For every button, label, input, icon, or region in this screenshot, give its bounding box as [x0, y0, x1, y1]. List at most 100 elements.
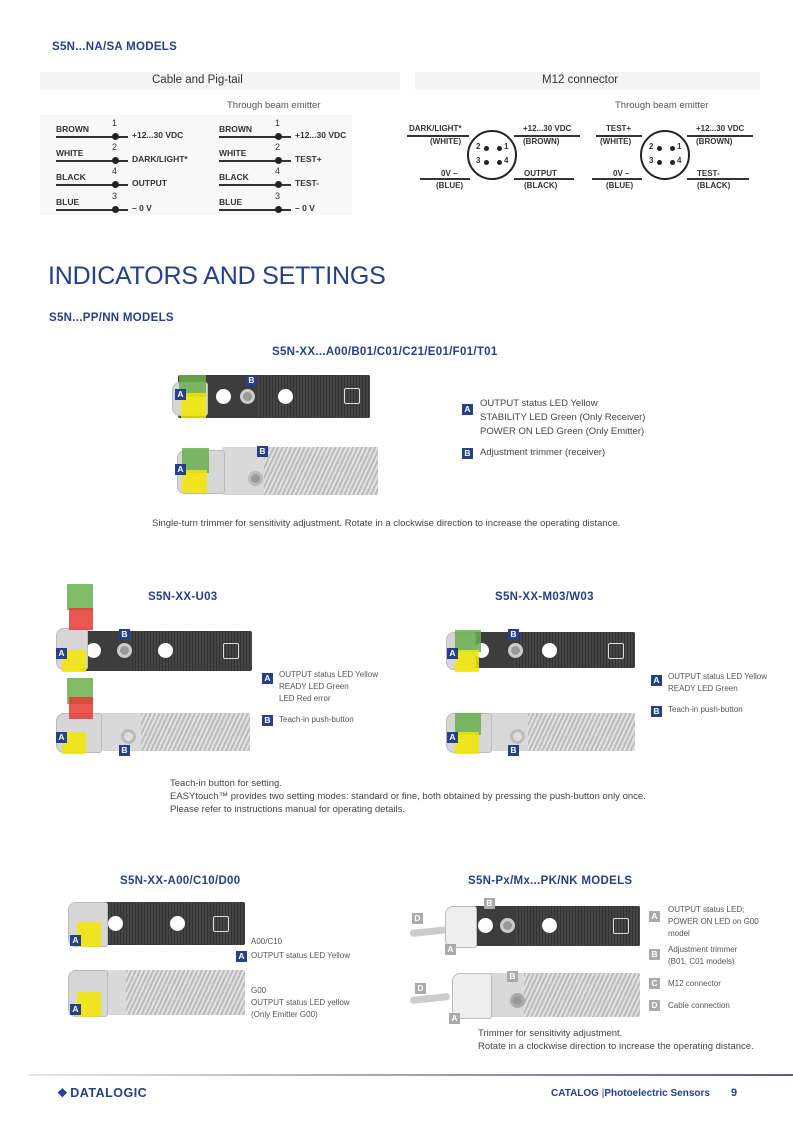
pin-number: 3 — [112, 191, 118, 201]
legend-d-text: Cable connection — [668, 1001, 730, 1010]
wire-row: BROWN 1 +12...30 VDC — [56, 118, 216, 144]
connector-face — [467, 130, 517, 180]
wire-color: BLACK — [56, 172, 86, 182]
badge-b: B — [119, 629, 130, 640]
wire-color: BROWN — [219, 124, 253, 134]
legend-g00-text: G00 OUTPUT status LED yellow (Only Emitt… — [251, 986, 350, 1019]
wire-terminal — [275, 157, 282, 164]
wire-line — [56, 184, 128, 186]
sensor-image-light — [99, 713, 250, 751]
pin-number: 1 — [112, 118, 118, 128]
badge-b: B — [484, 898, 495, 909]
wire-terminal — [275, 206, 282, 213]
badge-a: A — [175, 389, 186, 400]
page-title: INDICATORS AND SETTINGS — [48, 262, 386, 290]
wire-terminal — [112, 206, 119, 213]
model-a00-c10: A00/C10 — [251, 937, 283, 946]
led-yellow — [77, 922, 101, 947]
trimmer-caption: Single-turn trimmer for sensitivity adju… — [152, 518, 621, 529]
pin-number: 1 — [275, 118, 281, 128]
beam-symbol-icon — [344, 388, 360, 404]
legend-a-text: OUTPUT status LED Yellow READY LED Green — [668, 672, 768, 693]
cable-emitter-title: Through beam emitter — [227, 100, 321, 111]
wire-line — [56, 160, 128, 162]
badge-b: B — [508, 745, 519, 756]
wire-terminal — [112, 157, 119, 164]
led-yellow — [455, 650, 479, 672]
sensor-image-dark — [468, 906, 640, 946]
page-number: 9 — [731, 1087, 738, 1099]
logo-mark-icon: ❖ — [57, 1086, 69, 1100]
sensor-image-dark — [98, 902, 245, 945]
connector-face — [640, 130, 690, 180]
pin-number: 3 — [275, 191, 281, 201]
legend-a-text: OUTPUT status LED; POWER ON LED on G00 m… — [668, 905, 759, 938]
sensor-image-light — [98, 970, 245, 1015]
legend-badge-a: A — [651, 675, 662, 686]
led-red — [69, 608, 93, 630]
legend-badge-b: B — [649, 949, 660, 960]
led-yellow — [77, 992, 101, 1017]
legend-c-text: M12 connector — [668, 979, 721, 988]
legend-badge-a: A — [462, 404, 473, 415]
legend-b-text: Adjustment trimmer (B01, C01 models) — [668, 945, 738, 966]
legend-badge-a: A — [649, 911, 660, 922]
wire-color: BLUE — [219, 197, 243, 207]
legend-a-text: OUTPUT status LED Yellow — [251, 951, 351, 960]
badge-d: D — [415, 983, 426, 994]
section-title-pp-nn: S5N...PP/NN MODELS — [49, 312, 174, 324]
wire-signal: TEST- — [295, 178, 320, 188]
legend-badge-b: B — [262, 715, 273, 726]
wire-line — [219, 136, 291, 138]
footer-catalog: CATALOG |Photoelectric Sensors — [551, 1088, 710, 1099]
wire-line — [56, 136, 128, 138]
wire-signal: +12...30 VDC — [132, 130, 184, 140]
badge-b: B — [507, 971, 518, 982]
cable-title: Cable and Pig-tail — [152, 74, 243, 86]
datalogic-logo: ❖ DATALOGIC — [57, 1086, 147, 1100]
section-title-na-sa: S5N...NA/SA MODELS — [52, 41, 178, 53]
badge-d: D — [412, 913, 423, 924]
legend-badge-d: D — [649, 1000, 660, 1011]
legend-a-text: OUTPUT status LED Yellow READY LED Green… — [279, 670, 379, 703]
legend-badge-b: B — [651, 706, 662, 717]
led-green — [67, 584, 93, 610]
sensor-image-light — [488, 973, 640, 1017]
m12-emitter-title: Through beam emitter — [615, 100, 709, 111]
group-title-a00-t01: S5N-XX...A00/B01/C01/C21/E01/F01/T01 — [272, 346, 498, 358]
separator: | — [601, 1088, 605, 1099]
wire-signal: – 0 V — [132, 203, 152, 213]
badge-a: A — [445, 944, 456, 955]
wire-color: BLACK — [219, 172, 249, 182]
beam-symbol-icon — [223, 643, 239, 659]
legend-b-text: Teach-in push-button — [279, 715, 354, 724]
badge-b: B — [246, 375, 257, 386]
led-yellow — [182, 470, 207, 493]
legend-b-text: Teach-in push-button — [668, 705, 743, 714]
led-yellow — [62, 732, 86, 754]
sensor-image-light — [222, 447, 378, 495]
catalog-subtitle: Photoelectric Sensors — [604, 1088, 710, 1099]
sensor-image-dark — [468, 632, 635, 668]
wire-row: BLUE 3 – 0 V — [219, 191, 379, 217]
wire-line — [219, 184, 291, 186]
legend-badge-a: A — [236, 951, 247, 962]
wire-signal: – 0 V — [295, 203, 315, 213]
wire-line — [219, 160, 291, 162]
sensor-image-light — [488, 713, 635, 751]
wire-color: BROWN — [56, 124, 90, 134]
group-title-a00-c10-d00: S5N-XX-A00/C10/D00 — [120, 875, 241, 887]
m12-title-band — [415, 72, 760, 90]
wire-color: WHITE — [56, 148, 84, 158]
badge-b: B — [508, 629, 519, 640]
sensor-image-dark — [80, 631, 252, 671]
badge-a: A — [175, 464, 186, 475]
wire-line — [56, 209, 128, 211]
legend-badge-c: C — [649, 978, 660, 989]
legend-badge-b: B — [462, 448, 473, 459]
